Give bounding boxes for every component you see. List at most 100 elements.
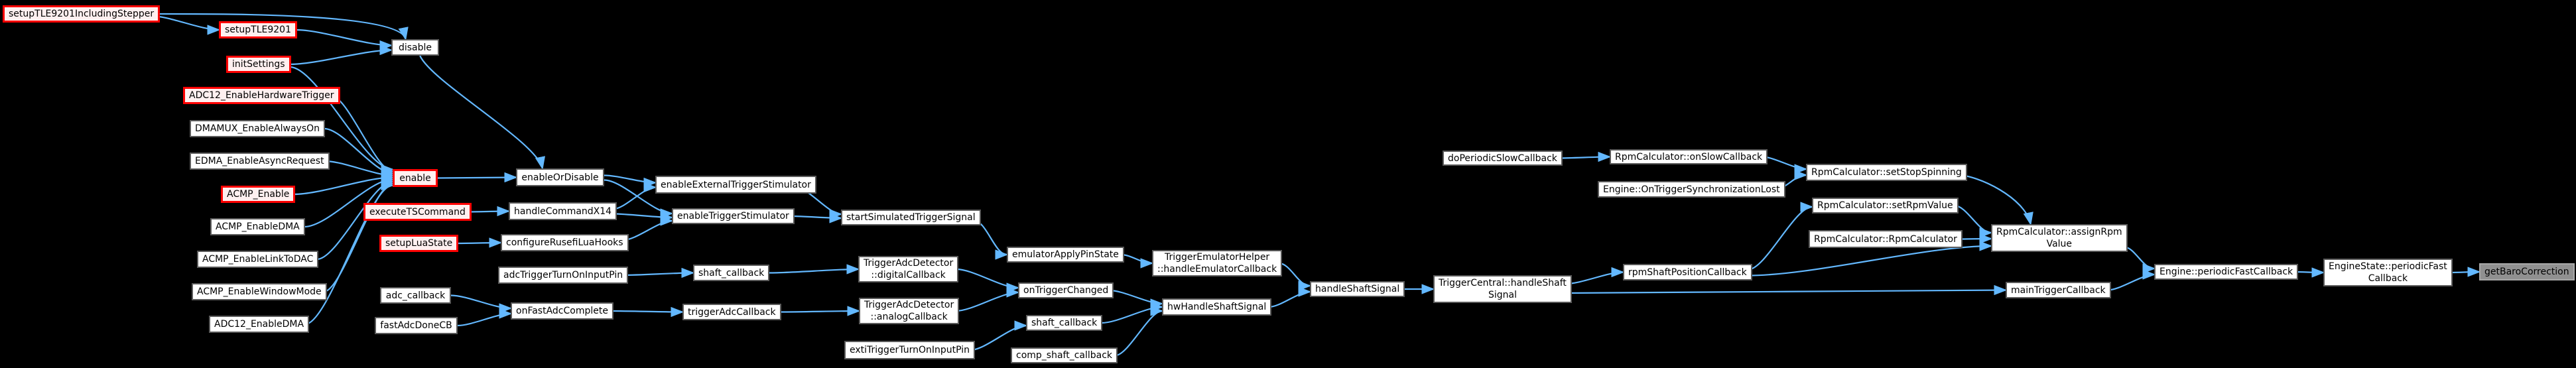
node-onFastAdcComplete[interactable]: onFastAdcComplete	[511, 302, 613, 320]
node-rpmShaftPositionCallback[interactable]: rpmShaftPositionCallback	[1623, 264, 1752, 280]
node-RpmCalculator_RpmCalculator[interactable]: RpmCalculator::RpmCalculator	[1809, 230, 1963, 248]
node-setupLuaState[interactable]: setupLuaState	[379, 235, 459, 252]
edge-EDMA_EnableAsyncRequest-to-enable	[324, 160, 395, 181]
node-mainTriggerCallback[interactable]: mainTriggerCallback	[2006, 282, 2111, 298]
node-doPeriodicSlowCallback[interactable]: doPeriodicSlowCallback	[1443, 151, 1563, 166]
node-RpmCalculator_setRpmValue[interactable]: RpmCalculator::setRpmValue	[1812, 198, 1959, 214]
node-label: ADC12_EnableHardwareTrigger	[189, 90, 334, 101]
node-label: startSimulatedTriggerSignal	[846, 212, 976, 223]
node-fastAdcDoneCB[interactable]: fastAdcDoneCB	[375, 317, 458, 334]
node-label: TriggerAdcDetector::analogCallback	[864, 300, 954, 322]
node-getBaroCorrection: getBaroCorrection	[2479, 263, 2575, 280]
node-RpmCalculator_onSlowCallback[interactable]: RpmCalculator::onSlowCallback	[1610, 149, 1768, 164]
node-ACMP_EnableLinkToDAC[interactable]: ACMP_EnableLinkToDAC	[197, 251, 319, 268]
node-label: ACMP_EnableWindowMode	[197, 286, 322, 297]
edge-fastAdcDoneCB-to-onFastAdcComplete	[457, 308, 513, 327]
edge-ACMP_Enable-to-enable	[293, 172, 395, 196]
node-disable[interactable]: disable	[391, 39, 439, 56]
edge-triggerAdcCallback-to-TriggerAdcDetector_analogCallback	[779, 306, 861, 316]
node-label: enable	[399, 172, 431, 184]
edge-RpmCalculator_setStopSpinning-to-RpmCalculator_assignRpmValue	[1957, 174, 2033, 226]
node-label: setupLuaState	[385, 238, 453, 249]
node-ACMP_EnableWindowMode[interactable]: ACMP_EnableWindowMode	[192, 283, 327, 300]
node-TriggerAdcDetector_analogCallback[interactable]: TriggerAdcDetector::analogCallback	[859, 298, 960, 324]
node-label: enableOrDisable	[521, 172, 599, 183]
node-label: ACMP_EnableLinkToDAC	[202, 254, 314, 265]
node-configureRusefiLuaHooks[interactable]: configureRusefiLuaHooks	[501, 234, 629, 251]
node-label: RpmCalculator::RpmCalculator	[1814, 233, 1957, 245]
node-comp_shaft_callback[interactable]: comp_shaft_callback	[1011, 347, 1118, 363]
node-label: onFastAdcComplete	[516, 306, 608, 316]
node-label: handleShaftSignal	[1315, 284, 1400, 294]
edge-TriggerCentral_handleShaftSignal-to-mainTriggerCallback	[1565, 284, 2008, 296]
edge-initSettings-to-disable	[289, 44, 393, 66]
node-label: adcTriggerTurnOnInputPin	[503, 270, 623, 280]
node-triggerAdcCallback[interactable]: triggerAdcCallback	[682, 304, 781, 320]
node-onTriggerChanged[interactable]: onTriggerChanged	[1018, 282, 1114, 298]
edge-TriggerEmulatorHelper_handleEmulatorCallback-to-handleShaftSignal	[1278, 262, 1312, 291]
edge-DMAMUX_EnableAlwaysOn-to-enable	[324, 127, 395, 179]
node-ADC12_EnableHardwareTrigger[interactable]: ADC12_EnableHardwareTrigger	[183, 87, 340, 104]
edge-RpmCalculator_setRpmValue-to-RpmCalculator_assignRpmValue	[1954, 204, 1993, 238]
edge-TriggerAdcDetector_analogCallback-to-onTriggerChanged	[955, 287, 1020, 312]
edge-handleCommandX14-to-enableTriggerStimulator	[612, 212, 674, 223]
node-extiTriggerTurnOnInputPin[interactable]: extiTriggerTurnOnInputPin	[844, 341, 976, 359]
edge-configureRusefiLuaHooks-to-enableTriggerStimulator	[623, 215, 674, 241]
node-initSettings[interactable]: initSettings	[226, 56, 291, 73]
node-emulatorApplyPinState[interactable]: emulatorApplyPinState	[1007, 247, 1124, 263]
edge-extiTriggerTurnOnInputPin-to-shaft_callback_2	[970, 320, 1028, 351]
node-label: adc_callback	[385, 290, 446, 301]
node-label: RpmCalculator::setStopSpinning	[1811, 167, 1962, 178]
node-handleCommandX14[interactable]: handleCommandX14	[509, 202, 617, 220]
edge-shaft_callback_2-to-hwHandleShaftSignal	[1101, 302, 1164, 324]
node-label: disable	[398, 42, 432, 53]
node-EDMA_EnableAsyncRequest[interactable]: EDMA_EnableAsyncRequest	[190, 153, 330, 170]
node-ACMP_Enable[interactable]: ACMP_Enable	[221, 186, 296, 203]
edge-adcTriggerTurnOnInputPin-to-shaft_callback_1	[622, 267, 695, 278]
node-Engine_OnTriggerSynchronizationLost[interactable]: Engine::OnTriggerSynchronizationLost	[1598, 181, 1785, 198]
edge-ADC12_EnableHardwareTrigger-to-enable	[330, 94, 395, 177]
node-hwHandleShaftSignal[interactable]: hwHandleShaftSignal	[1162, 298, 1272, 316]
edge-enableOrDisable-to-enableExternalTriggerStimulator	[604, 174, 657, 188]
node-label: extiTriggerTurnOnInputPin	[850, 345, 970, 355]
edge-comp_shaft_callback-to-hwHandleShaftSignal	[1115, 306, 1164, 357]
node-Engine_periodicFastCallback[interactable]: Engine::periodicFastCallback	[2154, 264, 2299, 280]
node-label: emulatorApplyPinState	[1012, 249, 1119, 260]
node-label: initSettings	[232, 59, 285, 70]
edge-adc_callback-to-onFastAdcComplete	[450, 294, 513, 314]
edge-disable-to-enableOrDisable	[419, 55, 545, 170]
node-setupTLE9201[interactable]: setupTLE9201	[219, 21, 297, 38]
node-label: getBaroCorrection	[2484, 267, 2569, 277]
node-label: TriggerEmulatorHelper::handleEmulatorCal…	[1157, 252, 1277, 275]
node-adc_callback[interactable]: adc_callback	[380, 287, 451, 304]
node-label: shaft_callback	[1031, 318, 1098, 328]
edge-TriggerCentral_handleShaftSignal-to-rpmShaftPositionCallback	[1565, 267, 1625, 285]
node-enableOrDisable[interactable]: enableOrDisable	[516, 168, 604, 186]
edge-handleCommandX14-to-enableExternalTriggerStimulator	[612, 182, 657, 210]
node-adcTriggerTurnOnInputPin[interactable]: adcTriggerTurnOnInputPin	[498, 267, 629, 284]
node-RpmCalculator_setStopSpinning[interactable]: RpmCalculator::setStopSpinning	[1806, 164, 1967, 181]
node-TriggerEmulatorHelper_handleEmulatorCallback[interactable]: TriggerEmulatorHelper::handleEmulatorCal…	[1152, 250, 1283, 276]
node-enableTriggerStimulator[interactable]: enableTriggerStimulator	[672, 208, 795, 224]
node-executeTSCommand[interactable]: executeTSCommand	[363, 203, 472, 221]
node-label: comp_shaft_callback	[1016, 350, 1113, 361]
node-enable[interactable]: enable	[393, 169, 438, 187]
node-shaft_callback_2[interactable]: shaft_callback	[1026, 315, 1103, 331]
node-TriggerAdcDetector_digitalCallback[interactable]: TriggerAdcDetector::digitalCallback	[858, 256, 959, 282]
node-setupTLE9201IncludingStepper[interactable]: setupTLE9201IncludingStepper	[3, 5, 161, 23]
node-ADC12_EnableDMA[interactable]: ADC12_EnableDMA	[209, 316, 310, 333]
edge-onFastAdcComplete-to-triggerAdcCallback	[610, 306, 684, 318]
node-ACMP_EnableDMA[interactable]: ACMP_EnableDMA	[210, 218, 305, 235]
node-enableExternalTriggerStimulator[interactable]: enableExternalTriggerStimulator	[655, 176, 816, 194]
edge-mainTriggerCallback-to-Engine_periodicFastCallback	[2107, 269, 2156, 291]
node-DMAMUX_EnableAlwaysOn[interactable]: DMAMUX_EnableAlwaysOn	[190, 120, 326, 137]
node-startSimulatedTriggerSignal[interactable]: startSimulatedTriggerSignal	[841, 210, 981, 225]
node-handleShaftSignal[interactable]: handleShaftSignal	[1310, 281, 1405, 297]
node-shaft_callback_1[interactable]: shaft_callback	[693, 265, 770, 281]
